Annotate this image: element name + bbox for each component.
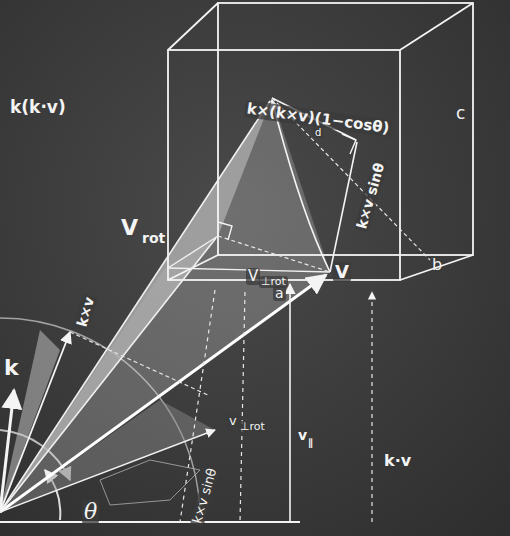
formula-label: ⊥rot bbox=[238, 421, 267, 433]
formula-label: b bbox=[430, 256, 444, 274]
formula-label: ∥ bbox=[306, 437, 315, 448]
formula-label: V bbox=[119, 216, 140, 240]
formula-label: c bbox=[454, 104, 467, 123]
formula-label: V bbox=[333, 262, 351, 282]
formula-label: d bbox=[313, 127, 323, 138]
formula-label: k·v bbox=[382, 452, 413, 470]
formula-label: k(k·v) bbox=[8, 98, 68, 117]
formula-label: θ bbox=[82, 500, 99, 524]
formula-label: k bbox=[2, 356, 21, 380]
formula-label: v bbox=[227, 414, 239, 428]
formula-label: a bbox=[273, 286, 286, 301]
formula-label: rot bbox=[140, 231, 167, 246]
